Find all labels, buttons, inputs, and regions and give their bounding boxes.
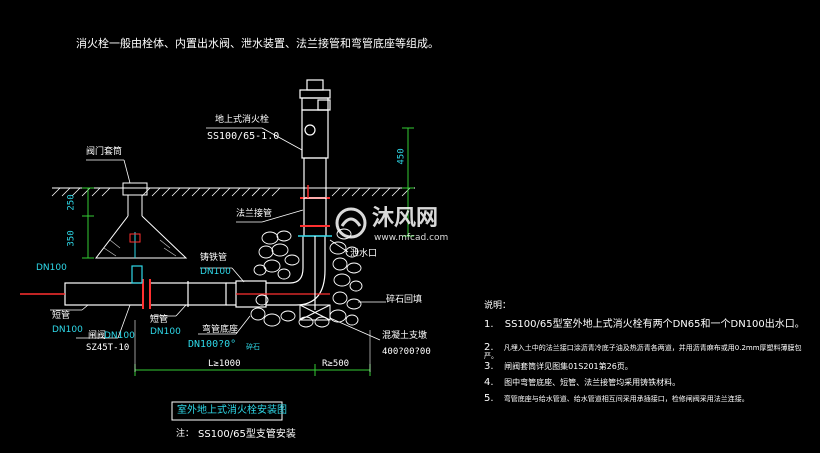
notes-heading: 说明： xyxy=(484,301,512,311)
watermark-logo-icon xyxy=(335,207,367,239)
dim-450: 450 xyxy=(396,148,407,165)
note-3: 3. 闸阀套筒详见图集01S201第26页。 xyxy=(484,362,633,372)
note-1-num: 1. xyxy=(484,319,494,330)
concrete-support-label: 混凝土支墩 xyxy=(382,331,428,341)
socket-pipe-label: 铸铁管 xyxy=(200,253,228,263)
note-1-text: SS100/65型室外地上式消火栓有两个DN65和一个DN100出水口。 xyxy=(504,319,805,330)
note-2-num: 2. xyxy=(484,342,494,353)
note-5: 5. 弯管底座与给水管道、给水管道相互间采用承插接口，检修闸阀采用法兰连接。 xyxy=(484,394,749,404)
title-box xyxy=(171,401,283,421)
hydrant-body xyxy=(298,79,332,310)
drain-outlet-label: 泄水口 xyxy=(350,249,378,259)
hydrant-name-label: 地上式消火栓 xyxy=(215,115,270,125)
short-pipe-mid-label: 短管 xyxy=(150,315,169,325)
title-note-text: SS100/65型支管安装 xyxy=(198,429,296,440)
title-note-prefix: 注： xyxy=(176,429,195,439)
watermark-brand: 沐风网 xyxy=(372,206,439,231)
socket-pipe-dn-label: DN100 xyxy=(200,267,231,277)
watermark-url: www.mfcad.com xyxy=(374,233,449,243)
elbow-size-label: DN100?0° xyxy=(188,339,237,350)
valve-label: 闸阀 xyxy=(88,331,107,341)
gravel-backfill xyxy=(250,228,363,328)
note-4: 4. 图中弯管底座、短管、法兰接管均采用铸铁材料。 xyxy=(484,378,680,388)
drawing-title: 室外地上式消火栓安装图 xyxy=(177,405,287,416)
main-pipe xyxy=(20,265,236,309)
note-5-num: 5. xyxy=(484,393,494,404)
flange-pipe-label: 法兰接管 xyxy=(236,209,273,219)
note-1: 1. SS100/65型室外地上式消火栓有两个DN65和一个DN100出水口。 xyxy=(484,320,805,330)
valve-model-label: SZ45T-10 xyxy=(86,343,130,353)
concrete-support xyxy=(299,304,331,321)
dn100-b-label: DN100 xyxy=(104,331,135,341)
dim-350: 350 xyxy=(66,230,77,247)
dim-r: R≥500 xyxy=(322,359,350,369)
valve-well-cover-label: 阀门套筒 xyxy=(86,147,123,157)
note-2: 2. 凡埋入土中的法兰接口涂沥青冷底子油及热沥青各两道，并用沥青麻布或用0.2m… xyxy=(484,342,814,361)
short-pipe-left-label: 短管 xyxy=(52,311,71,321)
crushed-stone-label: 碎石回填 xyxy=(386,295,423,305)
ground-line xyxy=(51,187,415,197)
header-note: 消火栓一般由栓体、内置出水阀、泄水装置、法兰接管和弯管底座等组成。 xyxy=(76,37,439,50)
dim-250: 250 xyxy=(66,194,77,211)
note-4-text: 图中弯管底座、短管、法兰接管均采用铸铁材料。 xyxy=(504,378,681,387)
note-3-num: 3. xyxy=(484,361,494,372)
note-3-text: 闸阀套筒详见图集01S201第26页。 xyxy=(504,362,633,371)
hydrant-model-label: SS100/65-1.0 xyxy=(207,131,280,142)
dn100-c-label: DN100 xyxy=(150,327,181,337)
dn100-a-label: DN100 xyxy=(52,325,83,335)
note-2-text: 凡埋入土中的法兰接口涂沥青冷底子油及热沥青各两道，并用沥青麻布或用0.2mm厚塑… xyxy=(484,344,802,360)
leader-lines xyxy=(50,127,386,341)
dim-l: L≥1000 xyxy=(208,359,241,369)
dimension-lines xyxy=(82,127,414,376)
gravel-small-label: 碎石 xyxy=(246,343,260,351)
note-4-num: 4. xyxy=(484,377,494,388)
note-5-text: 弯管底座与给水管道、给水管道相互间采用承插接口，检修闸阀采用法兰连接。 xyxy=(503,395,749,403)
support-size-label: 400?00?00 xyxy=(382,347,431,357)
dn100-left-label: DN100 xyxy=(36,263,67,273)
elbow-base-label: 弯管底座 xyxy=(202,325,239,335)
valve-well-cone xyxy=(94,182,188,259)
